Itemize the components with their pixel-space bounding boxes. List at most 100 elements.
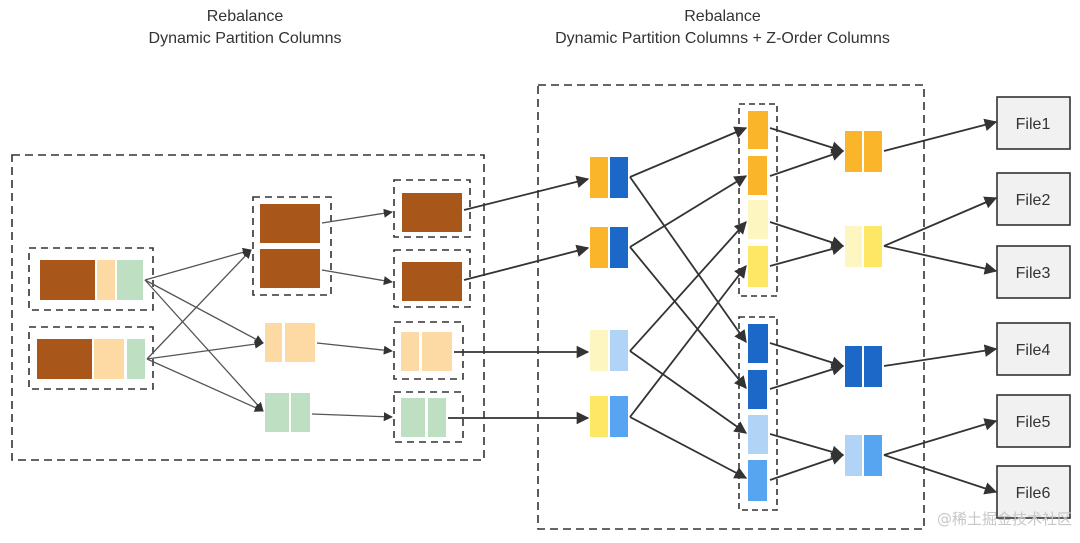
block-orange xyxy=(590,227,608,268)
arrow xyxy=(146,358,264,412)
block-blue-pale xyxy=(748,415,768,454)
arrow xyxy=(629,416,748,479)
block-yellow xyxy=(590,396,608,437)
block-yellow-pale xyxy=(590,330,608,371)
file-box: File2 xyxy=(996,172,1071,226)
arrow xyxy=(311,412,393,422)
sorted-blue-frame xyxy=(738,316,778,511)
right-arrows xyxy=(448,118,998,495)
arrow xyxy=(883,118,998,152)
block-blue-dark xyxy=(748,370,767,409)
arrow xyxy=(883,454,998,495)
file-box: File6 xyxy=(996,465,1071,519)
block-peach xyxy=(285,323,315,362)
arrow xyxy=(883,196,998,247)
file-box: File1 xyxy=(996,96,1071,150)
block-blue-pale xyxy=(845,435,862,476)
arrow xyxy=(146,339,264,360)
file-box-6 xyxy=(996,465,1071,519)
arrow xyxy=(769,363,845,390)
block-green xyxy=(291,393,310,432)
left-shuffle-arrows xyxy=(144,208,393,422)
right-title-line2: Dynamic Partition Columns + Z-Order Colu… xyxy=(555,30,890,47)
block-peach xyxy=(422,332,452,371)
arrow xyxy=(463,175,590,211)
block-brown xyxy=(260,249,320,288)
block-peach xyxy=(265,323,282,362)
file-box: File4 xyxy=(996,322,1071,376)
brown-group-frame xyxy=(252,196,332,296)
arrow xyxy=(769,342,845,369)
block-green xyxy=(428,398,446,437)
file-label-4: File4 xyxy=(1016,342,1051,359)
output-partition-1-frame xyxy=(393,179,471,238)
arrow xyxy=(883,245,998,275)
right-stage-container xyxy=(537,84,925,530)
arrow xyxy=(321,208,393,224)
arrow xyxy=(146,249,252,360)
arrow xyxy=(629,176,747,344)
block-blue xyxy=(748,460,767,501)
block-yellow-pale xyxy=(748,200,768,239)
block-yellow xyxy=(748,246,768,287)
arrow xyxy=(144,279,264,344)
block-blue-dark xyxy=(845,346,862,387)
file-box: File3 xyxy=(996,245,1071,299)
block-peach xyxy=(401,332,419,371)
arrow xyxy=(769,242,845,267)
file-box: File5 xyxy=(996,394,1071,448)
arrow xyxy=(144,247,252,281)
input-partition-1-frame xyxy=(28,247,154,311)
file-label-5: File5 xyxy=(1016,414,1051,431)
block-peach xyxy=(94,339,124,379)
block-yellow xyxy=(864,226,882,267)
block-blue-dark xyxy=(864,346,882,387)
block-brown xyxy=(37,339,92,379)
block-green xyxy=(127,339,145,379)
sorted-orange-frame xyxy=(738,103,778,297)
block-brown xyxy=(402,193,462,232)
block-blue xyxy=(610,396,628,437)
block-green xyxy=(265,393,289,432)
right-diagram-title: Rebalance Dynamic Partition Columns + Z-… xyxy=(500,6,945,50)
file-label-2: File2 xyxy=(1016,192,1051,209)
output-partition-3-frame xyxy=(393,321,464,380)
block-green xyxy=(401,398,425,437)
arrow xyxy=(629,350,748,434)
block-green xyxy=(117,260,143,300)
arrow xyxy=(629,265,747,418)
block-orange xyxy=(748,111,768,149)
block-blue-dark xyxy=(610,227,628,268)
input-partition-2-frame xyxy=(28,326,154,390)
left-title-line1: Rebalance xyxy=(206,8,284,25)
arrow xyxy=(629,221,747,352)
arrow xyxy=(769,127,845,154)
arrow xyxy=(883,418,998,456)
block-orange xyxy=(748,156,767,195)
block-orange xyxy=(845,131,862,172)
block-orange xyxy=(590,157,608,198)
arrow xyxy=(629,126,748,178)
block-blue-dark xyxy=(610,157,628,198)
block-brown xyxy=(40,260,95,300)
file-label-6: File6 xyxy=(1016,485,1051,502)
block-yellow-pale xyxy=(845,226,862,267)
block-orange xyxy=(864,131,882,172)
block-blue xyxy=(864,435,882,476)
right-title-line1: Rebalance xyxy=(684,8,761,25)
block-brown xyxy=(402,262,462,301)
arrow xyxy=(629,246,747,389)
file-label-1: File1 xyxy=(1016,116,1051,133)
block-peach xyxy=(97,260,115,300)
file-box-4 xyxy=(996,322,1071,376)
file-box-5 xyxy=(996,394,1071,448)
left-title-line2: Dynamic Partition Columns xyxy=(148,30,342,47)
block-brown xyxy=(260,204,320,243)
arrow xyxy=(769,221,845,249)
arrow xyxy=(769,452,845,481)
output-partition-2-frame xyxy=(393,249,471,308)
block-blue-pale xyxy=(610,330,628,371)
arrow xyxy=(769,433,845,458)
file-label-3: File3 xyxy=(1016,265,1051,282)
